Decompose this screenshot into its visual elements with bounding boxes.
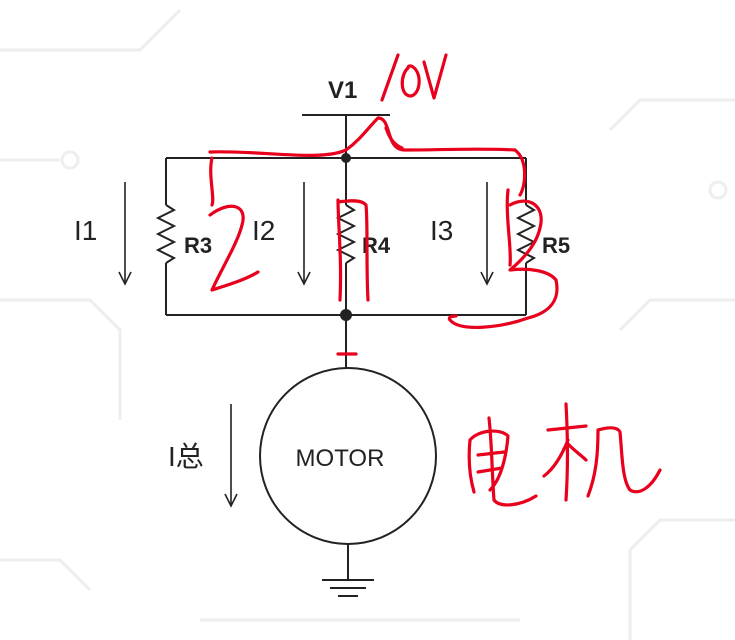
current-total-label: I总 [168, 441, 204, 472]
handwritten-r3-value [208, 156, 260, 292]
r5-label: R5 [542, 233, 570, 258]
branch-r3 [155, 158, 177, 315]
ground-symbol [322, 544, 374, 597]
resistor-r5 [515, 204, 537, 264]
handwritten-tick [384, 126, 404, 150]
current-i2-label: I2 [252, 215, 275, 246]
supply-label: V1 [328, 77, 357, 104]
handwritten-r5-value [447, 188, 559, 329]
supply-v1: V1 [302, 77, 390, 158]
current-i3-label: I3 [430, 215, 453, 246]
current-i1-label: I1 [74, 215, 97, 246]
current-i1-arrow [118, 182, 132, 286]
current-i3-arrow [480, 182, 494, 286]
handwritten-loop-top [208, 116, 527, 197]
branch-r5 [515, 158, 537, 315]
r3-label: R3 [184, 233, 212, 258]
motor-label: MOTOR [296, 445, 385, 472]
handwritten-10v [380, 53, 448, 102]
handwritten-r4-value [336, 198, 370, 302]
handwritten-motor-chinese [467, 402, 662, 507]
current-total-arrow [224, 404, 238, 508]
current-i2-arrow [297, 182, 311, 286]
background-traces [0, 8, 735, 640]
resistor-r3 [155, 204, 177, 264]
